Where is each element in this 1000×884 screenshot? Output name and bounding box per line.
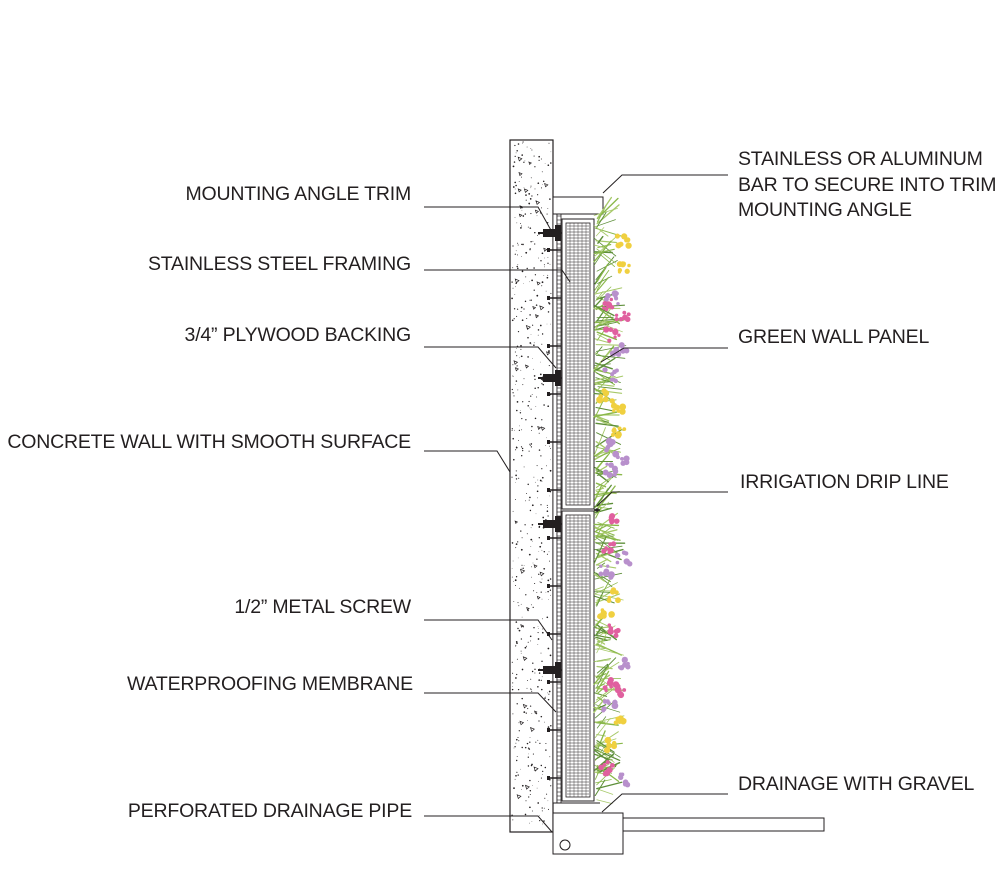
panel-cells — [567, 223, 589, 797]
label-mounting-angle-trim: MOUNTING ANGLE TRIM — [185, 183, 411, 205]
drainage-base — [552, 802, 825, 855]
irrigation-drip-line — [594, 508, 600, 512]
label-trim-bar-line-2: BAR TO SECURE INTO TRIM — [738, 174, 996, 196]
waterproofing-membrane-layer — [552, 212, 558, 804]
label-perforated-drainage-pipe: PERFORATED DRAINAGE PIPE — [128, 800, 412, 822]
label-waterproofing-membrane: WATERPROOFING MEMBRANE — [127, 673, 413, 695]
label-green-wall-panel: GREEN WALL PANEL — [738, 326, 929, 348]
drainage-pipe-icon — [559, 839, 571, 851]
concrete-wall — [509, 139, 554, 833]
label-metal-screw: 1/2” METAL SCREW — [234, 596, 411, 618]
leader-lines — [424, 174, 728, 833]
label-trim-bar-line-1: STAINLESS OR ALUMINUM — [738, 148, 983, 170]
mounting-angle-trim — [552, 196, 604, 215]
mounting-brackets — [538, 225, 562, 780]
vegetation — [593, 196, 633, 804]
label-plywood-backing: 3/4” PLYWOOD BACKING — [185, 324, 411, 346]
label-irrigation-drip-line: IRRIGATION DRIP LINE — [740, 471, 949, 493]
label-drainage-gravel: DRAINAGE WITH GRAVEL — [738, 773, 975, 795]
wall-layers — [552, 212, 562, 804]
label-concrete-wall: CONCRETE WALL WITH SMOOTH SURFACE — [7, 431, 411, 453]
label-stainless-steel-framing: STAINLESS STEEL FRAMING — [148, 253, 411, 275]
green-wall-panel — [561, 218, 595, 802]
left-labels: MOUNTING ANGLE TRIM STAINLESS STEEL FRAM… — [7, 183, 413, 822]
right-labels: STAINLESS OR ALUMINUM BAR TO SECURE INTO… — [738, 148, 997, 795]
label-trim-bar-line-3: MOUNTING ANGLE — [738, 199, 912, 221]
